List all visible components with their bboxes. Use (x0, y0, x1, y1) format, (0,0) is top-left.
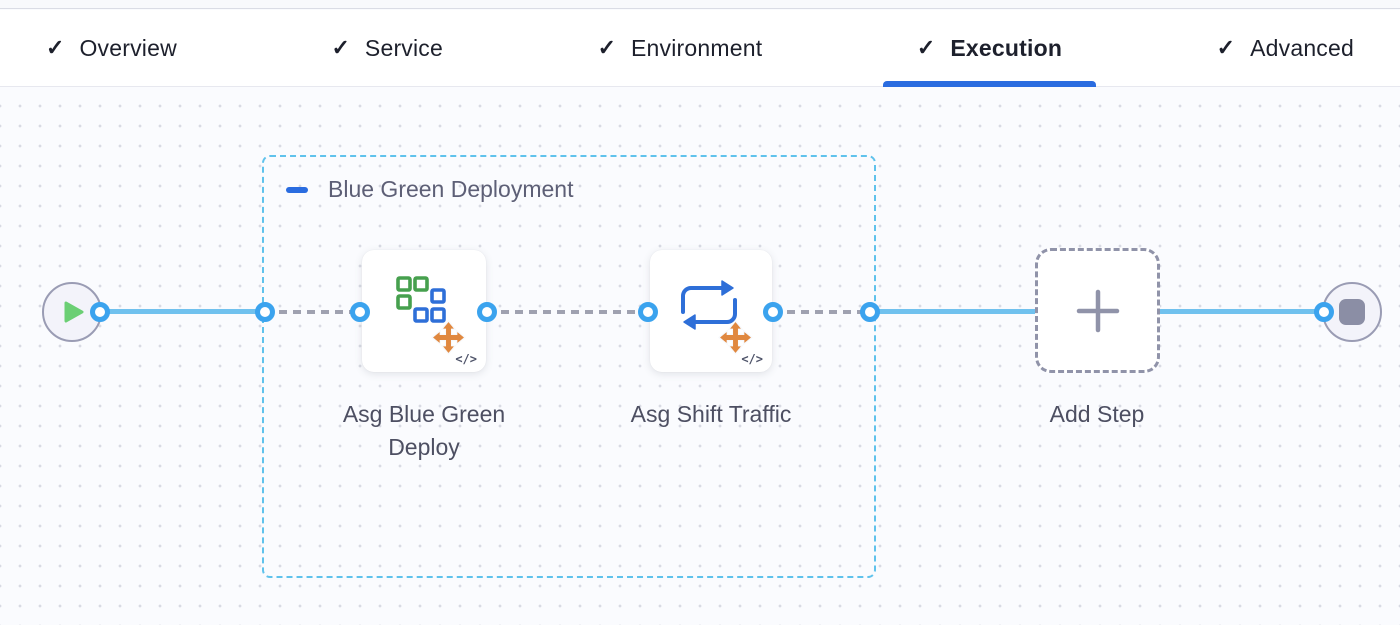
connector-port[interactable] (350, 302, 370, 322)
connector-port[interactable] (255, 302, 275, 322)
connector-line-dashed (773, 310, 870, 314)
tab-advanced[interactable]: ✓ Advanced (1183, 10, 1388, 86)
end-node (1322, 282, 1382, 342)
move-arrows-icon (431, 320, 466, 355)
pipeline-canvas[interactable]: Blue Green Deployment (0, 88, 1400, 625)
connector-line-solid (870, 309, 1042, 314)
code-glyph-icon: </> (455, 352, 477, 366)
step-group-label: Blue Green Deployment (328, 176, 574, 202)
stage-tab-bar: ✓ Overview ✓ Service ✓ Environment ✓ Exe… (0, 10, 1400, 87)
tab-advanced-label: Advanced (1250, 34, 1354, 61)
check-icon: ✓ (46, 35, 65, 60)
connector-port[interactable] (90, 302, 110, 322)
connector-port[interactable] (860, 302, 880, 322)
tab-execution-label: Execution (950, 34, 1063, 61)
step-label-asg-shift-traffic: Asg Shift Traffic (630, 401, 792, 427)
top-strip (0, 0, 1400, 9)
connector-port[interactable] (638, 302, 658, 322)
move-arrows-icon (718, 320, 753, 355)
asg-shift-traffic-icon (681, 280, 737, 330)
tab-overview[interactable]: ✓ Overview (12, 10, 211, 86)
step-card-asg-blue-green-deploy[interactable]: </> (362, 250, 486, 372)
connector-line-solid (1158, 309, 1324, 314)
connector-line-solid (100, 309, 265, 314)
active-tab-underline (882, 81, 1097, 87)
connector-line-dashed (487, 310, 648, 314)
stop-icon (1339, 299, 1365, 325)
check-icon: ✓ (916, 35, 936, 60)
check-icon: ✓ (597, 35, 617, 60)
bottom-strip (0, 625, 1400, 632)
add-step-label: Add Step (1049, 401, 1145, 427)
step-card-asg-shift-traffic[interactable]: </> (650, 250, 772, 372)
play-icon (64, 301, 84, 323)
tab-environment[interactable]: ✓ Environment (564, 10, 797, 86)
step-group-blue-green-deployment (262, 155, 876, 578)
code-glyph-icon: </> (741, 352, 763, 366)
connector-line-dashed (265, 310, 360, 314)
minus-icon[interactable] (286, 187, 308, 193)
tab-overview-label: Overview (79, 34, 177, 61)
asg-blue-green-deploy-icon (396, 276, 446, 323)
plus-icon (1076, 289, 1119, 332)
tab-service-label: Service (364, 34, 443, 61)
tab-environment-label: Environment (631, 34, 763, 61)
tab-service[interactable]: ✓ Service (297, 10, 477, 86)
connector-port[interactable] (763, 302, 783, 322)
tab-execution[interactable]: ✓ Execution (882, 10, 1097, 87)
check-icon: ✓ (1216, 35, 1236, 60)
step-label-asg-blue-green-deploy: Asg Blue Green Deploy (342, 401, 506, 460)
add-step-button[interactable] (1035, 248, 1160, 373)
connector-port[interactable] (1314, 302, 1334, 322)
check-icon: ✓ (331, 35, 350, 60)
connector-port[interactable] (477, 302, 497, 322)
